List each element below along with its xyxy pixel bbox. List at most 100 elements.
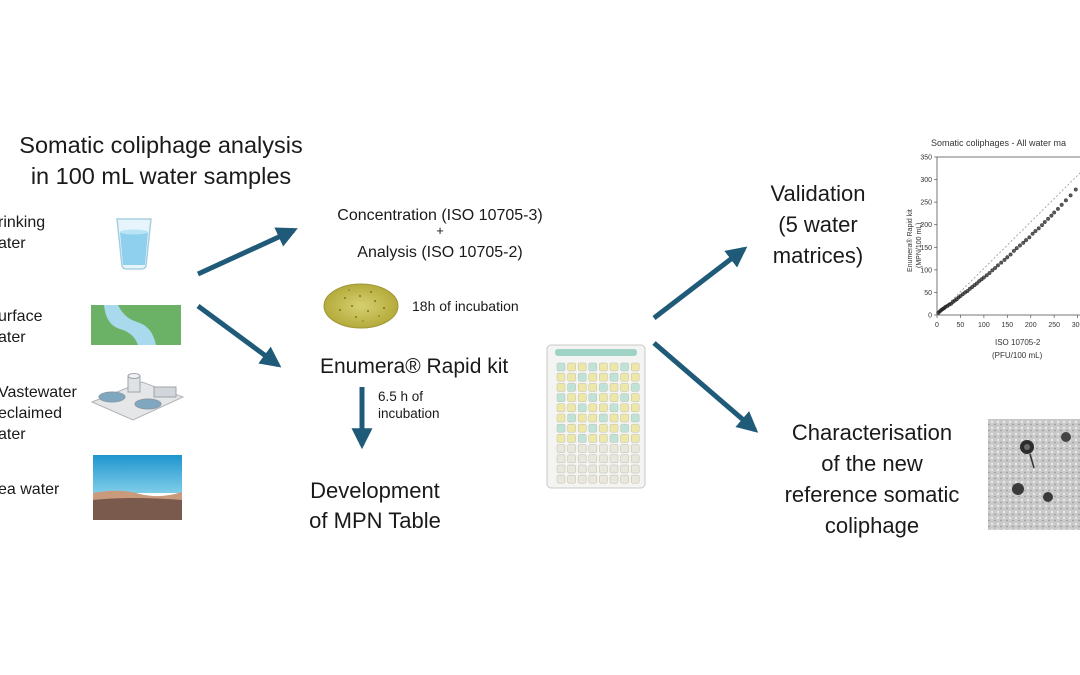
- kit-well: [556, 434, 566, 443]
- kit-well: [567, 444, 576, 453]
- scatter-point: [984, 273, 989, 278]
- petri-dish-icon: [323, 283, 399, 329]
- scatter-point: [1014, 246, 1019, 251]
- kit-well: [620, 403, 629, 413]
- kit-well: [609, 474, 619, 484]
- kit-well: [588, 362, 598, 372]
- scatter-point: [990, 268, 995, 273]
- diagram-title: Somatic coliphage analysis in 100 mL wat…: [0, 130, 326, 192]
- kit-well: [609, 454, 619, 464]
- scatter-point: [1030, 231, 1035, 236]
- source-label-sea: ea water: [0, 479, 59, 500]
- kit-well: [577, 383, 587, 392]
- kit-well: [599, 393, 608, 402]
- development-block: Development of MPN Table: [290, 476, 460, 536]
- kit-well: [620, 362, 629, 372]
- kit-well: [577, 372, 587, 382]
- chart-title: Somatic coliphages - All water ma: [931, 138, 1066, 148]
- source-label-line: ater: [0, 235, 26, 252]
- kit-well: [620, 444, 629, 453]
- kit-incubation-text: 6.5 h of incubation: [378, 388, 440, 422]
- y-tick-label: 100: [920, 267, 932, 274]
- kit-well: [599, 454, 608, 464]
- scatter-point: [981, 275, 986, 280]
- plot-frame: [936, 156, 1080, 316]
- validation-scatter-chart: Somatic coliphages - All water ma Enumer…: [906, 138, 1080, 360]
- concentration-block: Concentration (ISO 10705-3) + Analysis (…: [300, 207, 580, 262]
- arrow-to-kit: [196, 303, 282, 368]
- river-landscape-icon: [91, 305, 181, 345]
- kit-well: [609, 362, 619, 372]
- x-axis-label-line-2: (PFU/100 mL): [992, 351, 1043, 360]
- kit-well: [567, 383, 576, 392]
- x-tick-label: 250: [1048, 322, 1060, 329]
- incubation-18h-text: 18h of incubation: [412, 298, 519, 314]
- scatter-point: [999, 260, 1004, 265]
- kit-well: [599, 434, 608, 443]
- kit-well: [630, 383, 640, 392]
- scatter-point: [1024, 238, 1029, 243]
- source-label-line: ea water: [0, 481, 60, 498]
- kit-well: [620, 434, 629, 443]
- kit-well: [588, 383, 598, 392]
- kit-well: [630, 423, 640, 433]
- kit-well: [609, 413, 619, 423]
- arrow-to-validation: [652, 246, 748, 320]
- x-tick-label: 300: [1072, 322, 1080, 329]
- kit-well: [620, 474, 629, 484]
- source-label-line: ater: [0, 426, 26, 443]
- kit-well: [630, 474, 640, 484]
- y-tick-label: 350: [920, 155, 932, 162]
- y-tick-label: 0: [928, 313, 932, 320]
- kit-well: [588, 444, 598, 453]
- scatter-point: [1036, 226, 1041, 231]
- kit-well: [588, 423, 598, 433]
- scatter-point: [1046, 216, 1051, 221]
- y-tick-label: 300: [920, 177, 932, 184]
- scatter-point: [1018, 243, 1022, 248]
- kit-well: [556, 413, 566, 423]
- treatment-plant-icon: [90, 373, 185, 421]
- kit-well: [609, 403, 619, 413]
- kit-well: [577, 413, 587, 423]
- x-tick-label: 100: [978, 322, 990, 329]
- kit-well: [556, 362, 566, 372]
- kit-well: [567, 454, 576, 464]
- kit-well: [630, 393, 640, 402]
- kit-well: [556, 464, 566, 474]
- development-line: Development: [310, 478, 440, 503]
- plus-sign: +: [436, 223, 444, 238]
- x-axis-label-line-1: ISO 10705-2: [995, 338, 1041, 347]
- kit-well: [588, 464, 598, 474]
- kit-well: [588, 403, 598, 413]
- kit-well: [630, 454, 640, 464]
- kit-well: [620, 372, 629, 382]
- y-axis-label-line-1: Enumera® Rapid kit: [906, 209, 914, 272]
- kit-well: [577, 423, 587, 433]
- kit-well: [577, 434, 587, 443]
- scatter-point: [1008, 252, 1013, 257]
- kit-incubation-line: 6.5 h of: [378, 389, 424, 404]
- kit-well: [620, 393, 629, 402]
- analysis-text: Analysis (ISO 10705-2): [357, 244, 523, 261]
- x-tick-label: 200: [1025, 322, 1037, 329]
- kit-well: [556, 444, 566, 453]
- kit-well: [599, 444, 608, 453]
- arrow-to-concentration: [196, 227, 298, 277]
- kit-well: [599, 383, 608, 392]
- sea-water-icon: [93, 455, 182, 520]
- kit-well: [599, 464, 608, 474]
- x-tick-label: 0: [935, 322, 939, 329]
- x-tick-label: 50: [957, 322, 965, 329]
- source-label-line: eclaimed: [0, 405, 63, 422]
- arrow-to-characterisation: [652, 341, 759, 433]
- validation-line: Validation: [770, 181, 866, 206]
- kit-well: [567, 413, 576, 423]
- scatter-point: [1033, 229, 1038, 233]
- kit-well: [630, 434, 640, 443]
- scatter-point: [987, 271, 992, 275]
- source-label-surface: urface ater: [0, 306, 42, 348]
- kit-well: [567, 423, 576, 433]
- kit-well: [577, 464, 587, 474]
- kit-well: [588, 454, 598, 464]
